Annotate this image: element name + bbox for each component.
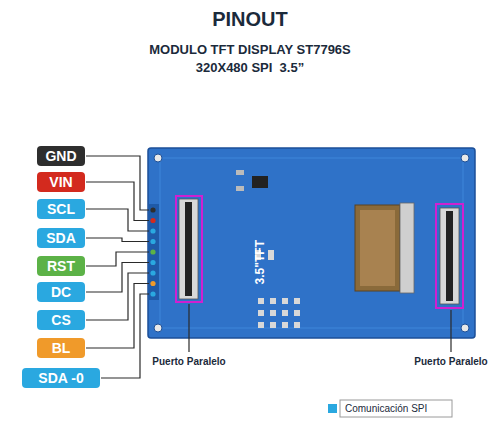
pin-label: SDA (37, 228, 85, 248)
pin-name: BL (52, 340, 71, 356)
fpc-slot (185, 202, 192, 296)
pin-name: SDA (46, 230, 76, 246)
pin-name: GND (45, 148, 76, 164)
mount-hole (461, 154, 469, 162)
pin-label: RST (37, 256, 85, 276)
pcb-outline (160, 158, 463, 328)
pin-header (148, 204, 159, 300)
highlight-box (176, 196, 202, 302)
pin-label: BL (37, 338, 85, 358)
pin-label: SDA -0 (22, 368, 100, 388)
pin-name: CS (51, 312, 70, 328)
pin-name: SDA -0 (38, 370, 83, 386)
pin-name: SCL (47, 201, 75, 217)
title: PINOUT (0, 8, 500, 31)
pin-name: RST (47, 258, 75, 274)
pin-name: DC (51, 284, 71, 300)
leader-lines (86, 156, 149, 378)
pin-label: CS (37, 310, 85, 330)
fpc-connector (440, 208, 459, 304)
callout-label: Puerto Paralelo (150, 356, 228, 368)
highlight-box (436, 204, 463, 308)
connector (400, 203, 414, 293)
legend-frame (340, 400, 452, 417)
solder-pads (258, 298, 300, 328)
mount-hole (461, 324, 469, 332)
pin-label: GND (37, 146, 85, 166)
pin-label: VIN (37, 172, 85, 192)
legend-row: Comunicación SPI (328, 401, 427, 416)
legend-text: Comunicación SPI (345, 403, 427, 414)
pin-name: VIN (49, 174, 72, 190)
leader-line (450, 310, 451, 352)
fpc-connector (179, 199, 198, 299)
leader-line (188, 304, 189, 352)
mount-hole (154, 324, 162, 332)
board-marking: 3.5"TFT (253, 227, 267, 297)
callout-label: Puerto Paralelo (412, 356, 490, 368)
ic-chip (252, 176, 268, 188)
mount-hole (154, 154, 162, 162)
subtitle: MODULO TFT DISPLAY ST7796S (0, 42, 500, 58)
ribbon-cable (355, 205, 400, 291)
legend-swatch (328, 404, 337, 413)
pcb-board (148, 148, 475, 338)
subtitle: 320X480 SPI 3.5” (0, 60, 500, 76)
pin-dots (150, 207, 155, 296)
pin-label: DC (37, 282, 85, 302)
pin-label: SCL (37, 199, 85, 219)
